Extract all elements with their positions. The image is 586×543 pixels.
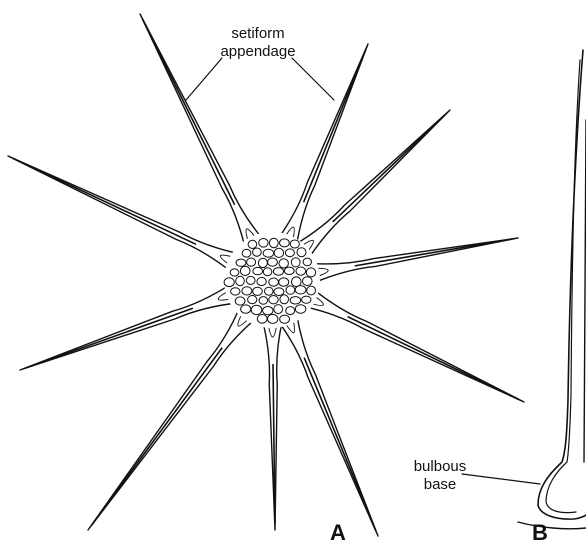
appendage-core-line bbox=[333, 114, 446, 222]
body-cell bbox=[259, 239, 268, 248]
body-cell bbox=[295, 286, 306, 294]
appendage-arm-5 bbox=[310, 238, 518, 283]
body-cell bbox=[253, 248, 262, 256]
appendage-arm-7 bbox=[304, 288, 524, 402]
body-cell bbox=[280, 315, 290, 323]
body-cell bbox=[280, 295, 289, 304]
appendage-core-line bbox=[304, 358, 376, 531]
body-cell bbox=[240, 266, 250, 275]
body-cell bbox=[303, 258, 311, 266]
body-cell bbox=[303, 277, 313, 286]
panel-a-label: A bbox=[330, 520, 346, 543]
body-cell bbox=[291, 258, 300, 267]
base-ground-curve bbox=[518, 522, 586, 529]
appendage-outline bbox=[20, 284, 238, 370]
body-cell bbox=[290, 240, 299, 248]
body-cell bbox=[257, 277, 266, 285]
body-cell bbox=[280, 239, 290, 247]
body-cell bbox=[268, 314, 278, 323]
appendage-outline bbox=[304, 288, 524, 402]
appendage-core-line bbox=[26, 308, 193, 368]
body-cell bbox=[242, 287, 252, 295]
body-cell bbox=[263, 268, 272, 276]
body-cell bbox=[246, 276, 255, 284]
appendage-core-line bbox=[13, 159, 196, 245]
body-cell bbox=[236, 259, 246, 266]
appendage-core-line bbox=[304, 50, 366, 203]
appendage-outline bbox=[8, 156, 240, 272]
body-cell bbox=[274, 288, 284, 296]
appendage-outline bbox=[310, 238, 518, 283]
setiform-leader-left bbox=[186, 58, 222, 100]
body-cell bbox=[269, 278, 279, 286]
body-cell bbox=[241, 305, 251, 313]
body-cell bbox=[268, 258, 278, 266]
body-cell bbox=[235, 297, 245, 305]
appendage-arm-3 bbox=[8, 156, 240, 272]
body-cell bbox=[279, 259, 288, 268]
appendage-arm-10 bbox=[278, 313, 378, 536]
appendage-outline bbox=[278, 44, 368, 247]
bulbous-leader bbox=[462, 474, 540, 484]
body-cell bbox=[284, 267, 294, 274]
appendage-core-line bbox=[348, 317, 519, 400]
body-cell bbox=[273, 268, 283, 276]
body-cell bbox=[274, 305, 283, 314]
body-cell bbox=[263, 249, 274, 257]
body-cell bbox=[253, 267, 263, 274]
body-cell bbox=[302, 296, 311, 303]
body-cell bbox=[242, 249, 251, 257]
body-cell bbox=[248, 296, 257, 304]
body-cell bbox=[269, 238, 278, 248]
appendage-core-line bbox=[355, 239, 512, 266]
body-cell bbox=[292, 277, 302, 287]
body-cell bbox=[253, 287, 263, 295]
panel-b-label: B bbox=[532, 520, 548, 543]
body-cell bbox=[248, 240, 257, 248]
setiform-leader-right bbox=[292, 58, 334, 100]
body-cell bbox=[265, 287, 274, 295]
body-cell bbox=[247, 258, 256, 266]
body-cell bbox=[263, 307, 273, 315]
body-cell bbox=[257, 315, 267, 324]
bulbous-label-line1: bulbous bbox=[414, 458, 467, 475]
setiform-label-line1: setiform bbox=[231, 25, 284, 42]
body-cell bbox=[307, 286, 316, 295]
bulbous-label-line2: base bbox=[424, 476, 457, 493]
body-cell bbox=[279, 278, 289, 286]
appendage-outline bbox=[262, 320, 282, 530]
appendage-outline bbox=[278, 313, 378, 536]
appendage-outer-wall bbox=[538, 50, 586, 519]
body-cell bbox=[297, 248, 306, 257]
single-appendage bbox=[462, 50, 586, 529]
body-cell bbox=[231, 288, 240, 295]
appendage-arm-4 bbox=[294, 110, 450, 260]
body-cell bbox=[230, 269, 239, 276]
body-cell bbox=[285, 249, 294, 257]
body-cell bbox=[236, 276, 245, 285]
body-cell bbox=[286, 286, 295, 294]
body-cell bbox=[306, 268, 315, 277]
central-cell-body bbox=[224, 232, 320, 328]
appendage-arm-2 bbox=[278, 44, 368, 247]
appendage-core-line bbox=[92, 348, 223, 526]
body-cell bbox=[274, 248, 283, 257]
body-cell bbox=[259, 297, 268, 305]
body-cell bbox=[269, 296, 278, 304]
body-cell bbox=[295, 305, 306, 314]
appendage-arm-9 bbox=[262, 320, 282, 530]
body-cell bbox=[296, 267, 306, 275]
body-cell bbox=[258, 258, 267, 267]
body-cell bbox=[251, 305, 262, 314]
appendage-arm-6 bbox=[20, 284, 238, 370]
setiform-label-line2: appendage bbox=[220, 43, 295, 60]
setiform-label-group: setiform appendage bbox=[186, 25, 334, 100]
body-cell bbox=[286, 307, 295, 315]
body-cell bbox=[290, 297, 301, 304]
body-cell bbox=[224, 278, 234, 287]
appendage-inner-wall bbox=[546, 60, 580, 513]
